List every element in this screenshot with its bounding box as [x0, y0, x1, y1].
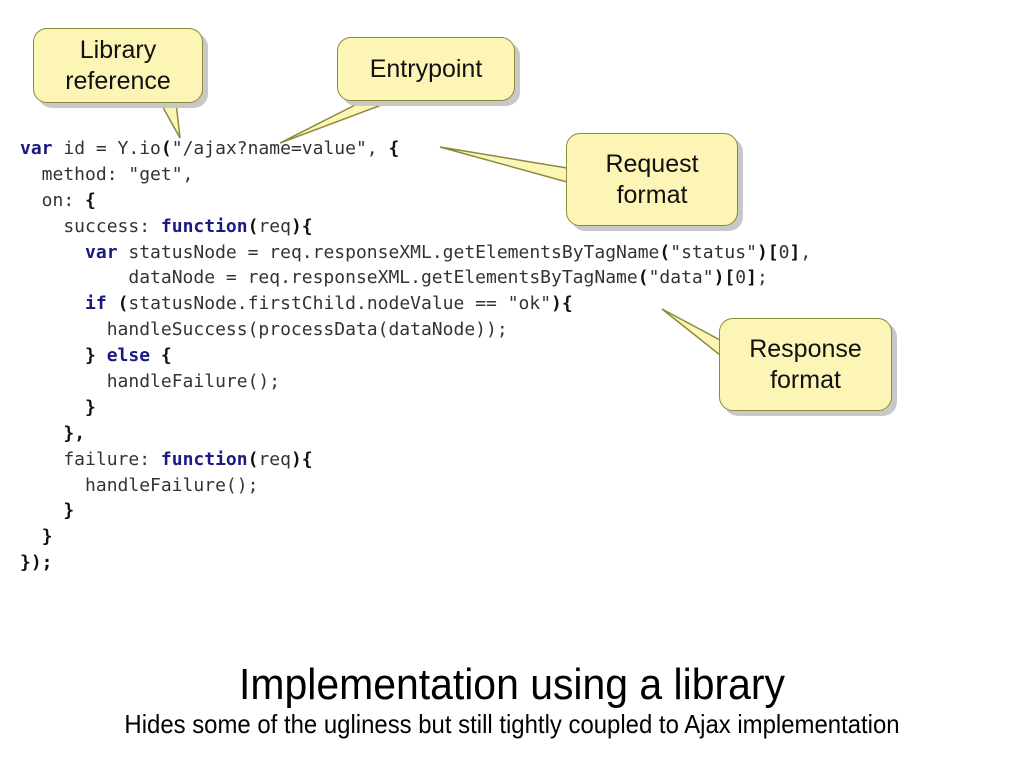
code-token: )[ — [713, 267, 736, 289]
code-token — [20, 500, 63, 521]
code-token: ] — [746, 267, 757, 289]
code-token: }); — [20, 552, 53, 574]
code-token: )[ — [756, 241, 779, 263]
code-token: req — [258, 215, 291, 237]
code-token: 0 — [778, 241, 790, 263]
code-token: ( — [160, 138, 172, 159]
code-line: } — [20, 524, 811, 550]
code-line: failure: function(req){ — [20, 447, 811, 473]
code-line: handleSuccess(processData(dataNode)); — [20, 317, 811, 343]
code-token: ( — [247, 215, 259, 237]
code-line: }, — [20, 421, 811, 447]
code-token: statusNode.firstChild.nodeValue == "ok" — [128, 293, 552, 315]
slide-title: Implementation using a library — [239, 660, 785, 709]
library-reference-callout: Library reference — [33, 28, 203, 103]
code-keyword: else — [106, 345, 151, 367]
code-token: { — [85, 189, 96, 211]
code-keyword: function — [160, 448, 248, 470]
code-token — [20, 293, 85, 314]
code-token: } — [63, 500, 75, 522]
code-token: ; — [756, 267, 768, 289]
code-token: 0 — [735, 267, 747, 289]
code-token — [20, 345, 85, 366]
code-block: var id = Y.io("/ajax?name=value", { meth… — [20, 136, 811, 576]
code-keyword: var — [20, 138, 53, 159]
code-token: "/ajax?name=value", — [171, 138, 389, 159]
code-token: ){ — [290, 448, 313, 470]
code-line: } — [20, 498, 811, 524]
code-token: ( — [637, 267, 649, 289]
code-token — [20, 423, 63, 444]
code-token: ){ — [551, 293, 573, 315]
code-token: } — [85, 345, 96, 367]
code-line: dataNode = req.responseXML.getElementsBy… — [20, 265, 811, 291]
code-keyword: function — [160, 215, 248, 237]
code-token: id = Y.io — [52, 138, 161, 159]
code-token: ( — [247, 448, 259, 470]
code-token: "data" — [648, 267, 714, 289]
code-token: { — [388, 138, 400, 159]
response-format-callout: Response format — [719, 318, 892, 411]
code-token: handleFailure(); — [20, 371, 281, 393]
code-token: method: "get", — [20, 163, 194, 185]
code-token: { — [160, 345, 172, 367]
code-token: req — [258, 448, 291, 470]
code-line: method: "get", — [20, 162, 811, 188]
code-token: ){ — [290, 215, 313, 237]
code-token — [20, 526, 42, 547]
code-line: on: { — [20, 188, 811, 214]
code-keyword: if — [85, 293, 107, 315]
code-token: }, — [63, 422, 86, 444]
code-keyword: var — [85, 241, 118, 263]
code-token: handleFailure(); — [20, 474, 259, 496]
code-token: success: — [20, 215, 161, 237]
code-line: } — [20, 395, 811, 421]
code-line: success: function(req){ — [20, 214, 811, 240]
request-format-callout: Request format — [566, 133, 738, 226]
code-token: failure: — [20, 448, 161, 470]
code-token: handleSuccess(processData(dataNode)); — [20, 319, 508, 341]
entrypoint-callout: Entrypoint — [337, 37, 515, 101]
code-line: } else { — [20, 343, 811, 369]
code-token: } — [41, 526, 53, 548]
code-line: var statusNode = req.responseXML.getElem… — [20, 240, 811, 266]
code-line: if (statusNode.firstChild.nodeValue == "… — [20, 291, 811, 317]
code-line: handleFailure(); — [20, 369, 811, 395]
code-token: on: — [20, 189, 86, 211]
code-token: statusNode = req.responseXML.getElements… — [117, 241, 660, 263]
code-token — [107, 293, 118, 314]
code-token: ( — [659, 241, 671, 263]
code-line: handleFailure(); — [20, 473, 811, 499]
code-token: dataNode = req.responseXML.getElementsBy… — [20, 267, 638, 289]
code-token — [20, 242, 85, 263]
code-token: , — [800, 241, 812, 263]
code-line: }); — [20, 550, 811, 576]
code-token — [96, 345, 107, 366]
code-token — [20, 397, 85, 418]
slide-subtitle: Hides some of the ugliness but still tig… — [124, 709, 900, 739]
code-token: } — [85, 396, 96, 418]
code-token — [150, 345, 161, 366]
code-token: "status" — [670, 241, 757, 263]
library-leader — [158, 101, 181, 139]
code-token: ] — [789, 241, 801, 263]
code-token: ( — [117, 293, 129, 315]
